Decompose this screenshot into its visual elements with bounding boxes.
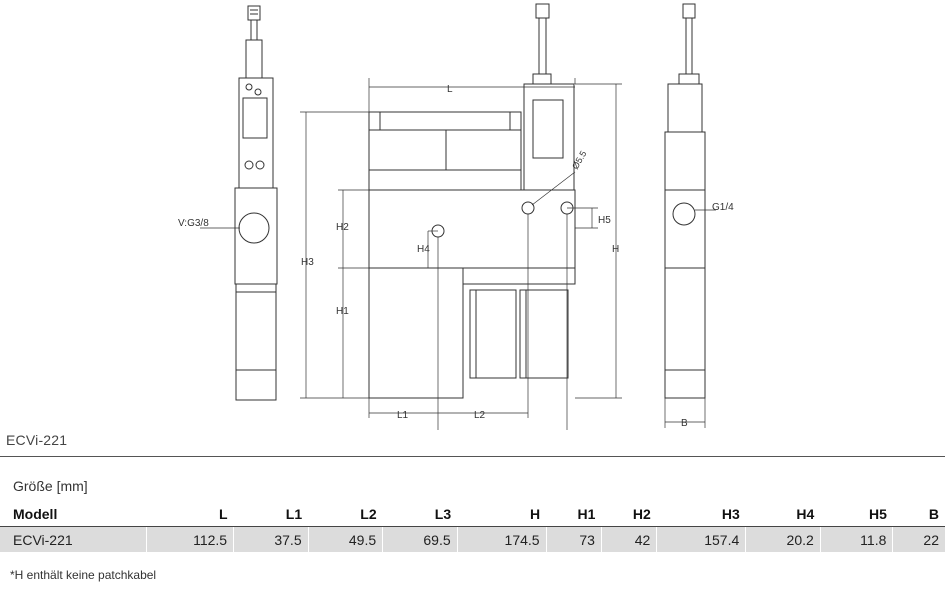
port-v-label: V:G3/8 (178, 218, 209, 229)
table-header-l3: L3 (382, 501, 458, 527)
table-cell-h5: 11.8 (819, 526, 893, 552)
dim-b-label: B (681, 418, 688, 429)
table-header-b: B (892, 501, 945, 527)
table-header-l2: L2 (308, 501, 383, 527)
left-side-view: V:G3/8 (178, 5, 278, 401)
table-header-h3: H3 (656, 501, 746, 527)
table-cell-l1: 37.5 (233, 526, 309, 552)
dim-h3-label: H3 (301, 257, 314, 268)
dim-l3-label: L3 (496, 429, 508, 430)
dim-h-label: H (612, 244, 619, 255)
model-caption: ECVi-221 (6, 432, 68, 448)
spec-table: Modell L L1 L2 L3 H H1 H2 H3 H4 H5 B ECV… (0, 501, 945, 552)
table-header-l1: L1 (233, 501, 309, 527)
table-cell-b: 22 (892, 526, 945, 552)
table-cell-h4: 20.2 (745, 526, 821, 552)
port-g-label: G1/4 (712, 202, 734, 213)
dim-h2-label: H2 (336, 222, 349, 233)
technical-drawing: V:G3/8 L (178, 3, 734, 430)
table-header-row: Modell L L1 L2 L3 H H1 H2 H3 H4 H5 B (0, 501, 945, 527)
table-cell-h2: 42 (600, 526, 657, 552)
table-header-l: L (146, 501, 234, 527)
dim-l1-label: L1 (397, 410, 409, 421)
table-cell-l: 112.5 (146, 526, 234, 552)
front-view: L H3 H2 H1 H4 H5 Ø5.5 H (300, 3, 622, 430)
table-cell-h1: 73 (545, 526, 602, 552)
table-header-h1: H1 (546, 501, 602, 527)
separator-line (0, 456, 945, 457)
right-side-view: G1/4 B (664, 3, 734, 429)
table-header-h: H (457, 501, 547, 527)
table-header-h4: H4 (745, 501, 821, 527)
dim-l2-label: L2 (474, 410, 486, 421)
table-header-h2: H2 (601, 501, 657, 527)
footnote: *H enthält keine patchkabel (10, 568, 157, 582)
table-cell-h3: 157.4 (656, 526, 746, 552)
table-cell-l3: 69.5 (382, 526, 458, 552)
dim-h1-label: H1 (336, 306, 349, 317)
size-label: Größe [mm] (13, 478, 88, 494)
table-header-h5: H5 (820, 501, 893, 527)
table-cell-h: 174.5 (456, 526, 547, 552)
table-row: ECVi-221 112.5 37.5 49.5 69.5 174.5 73 4… (0, 526, 945, 552)
dim-l-label: L (447, 84, 453, 95)
table-cell-l2: 49.5 (307, 526, 383, 552)
dim-h4-label: H4 (417, 244, 430, 255)
table-cell-model: ECVi-221 (0, 526, 147, 552)
dim-h5-label: H5 (598, 215, 611, 226)
table-header-modell: Modell (0, 501, 147, 527)
